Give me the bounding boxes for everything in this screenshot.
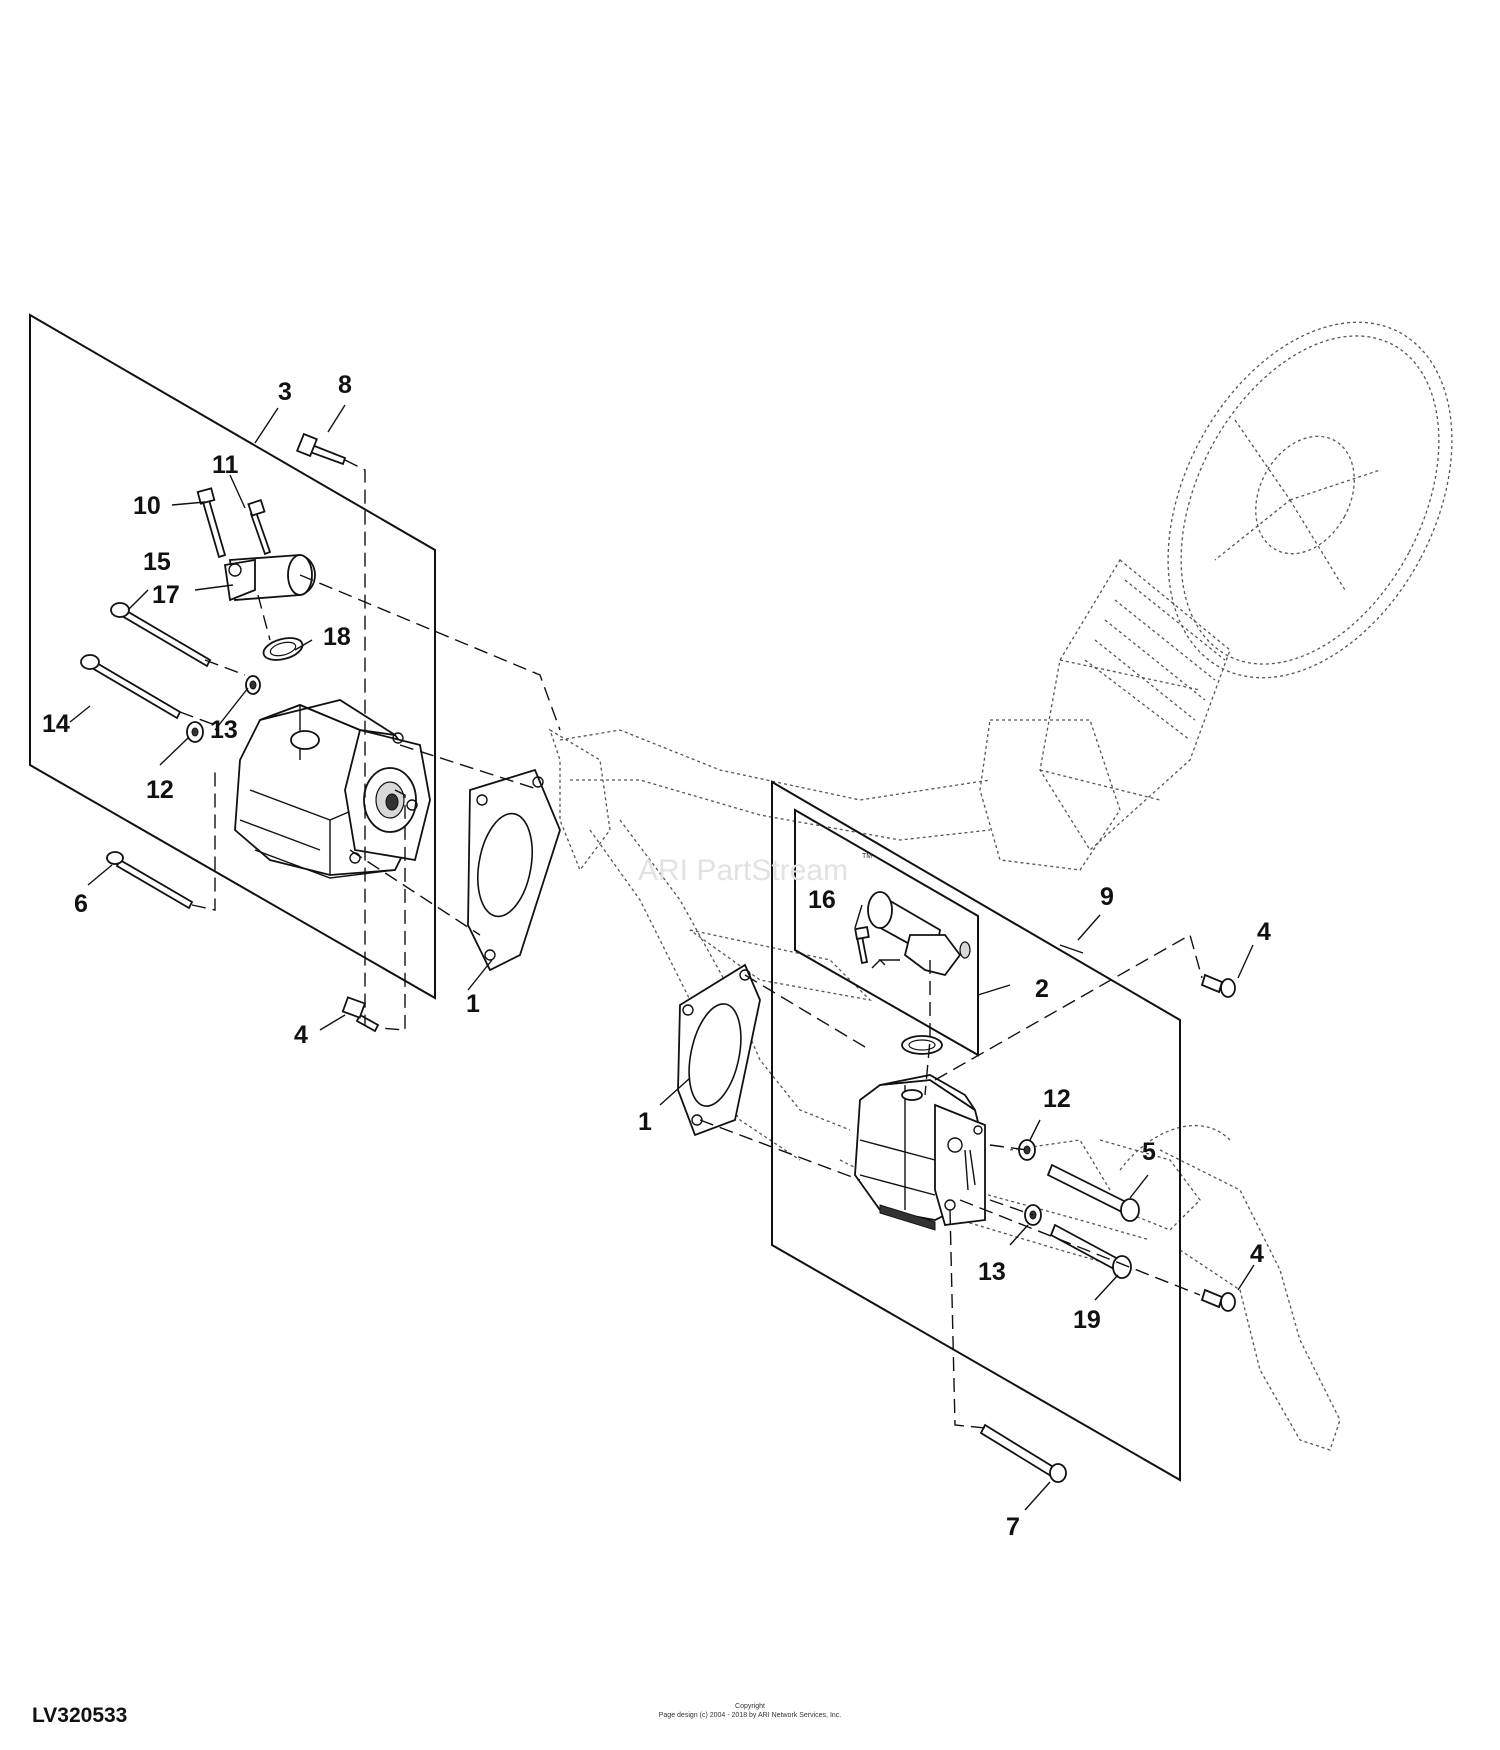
callout-5[interactable]: 5 (1142, 1138, 1156, 1166)
callout-4-right-top[interactable]: 4 (1257, 918, 1271, 946)
callout-6[interactable]: 6 (74, 890, 88, 918)
callout-15[interactable]: 15 (143, 548, 171, 576)
callout-11[interactable]: 11 (212, 451, 239, 479)
left-hydraulic-pump (234, 699, 431, 879)
callout-8[interactable]: 8 (338, 371, 352, 399)
callout-13-right[interactable]: 13 (978, 1258, 1006, 1286)
watermark-text: ARI PartStream (638, 854, 848, 887)
footer: LV320533 Copyright Page design (c) 2004 … (32, 1703, 841, 1727)
left-gasket (467, 768, 561, 972)
left-assembly-lines (179, 459, 561, 1031)
callout-16[interactable]: 16 (808, 886, 836, 914)
right-gasket (677, 963, 761, 1137)
watermark: ARI PartStream TM (638, 853, 872, 887)
right-solenoid-valve (867, 891, 971, 977)
callout-4-left[interactable]: 4 (294, 1021, 308, 1049)
callout-13-left[interactable]: 13 (210, 716, 238, 744)
right-pump-panel (771, 780, 1181, 1482)
callout-9[interactable]: 9 (1100, 883, 1114, 911)
callout-1-right[interactable]: 1 (638, 1108, 652, 1136)
callout-7[interactable]: 7 (1006, 1513, 1020, 1541)
right-hydraulic-pump (854, 1074, 986, 1231)
callout-19[interactable]: 19 (1073, 1306, 1101, 1334)
left-fasteners (80, 432, 380, 1033)
callout-4-right-bottom[interactable]: 4 (1250, 1240, 1264, 1268)
right-o-ring (901, 1035, 943, 1055)
callout-10[interactable]: 10 (133, 492, 161, 520)
copyright-line-2: Page design (c) 2004 - 2018 by ARI Netwo… (659, 1712, 842, 1719)
right-screw-16 (854, 925, 870, 965)
callouts: 3 8 11 10 15 17 18 14 13 12 6 4 1 9 16 2… (42, 371, 1271, 1541)
leader-lines (69, 404, 1255, 1511)
callout-17[interactable]: 17 (152, 581, 180, 609)
callout-12-left[interactable]: 12 (146, 776, 174, 804)
figure-id: LV320533 (32, 1704, 127, 1727)
callout-1-left[interactable]: 1 (466, 990, 480, 1018)
watermark-tm: TM (862, 853, 872, 860)
right-assembly-lines (699, 933, 1203, 1429)
callout-12-right[interactable]: 12 (1043, 1085, 1071, 1113)
callout-14[interactable]: 14 (42, 710, 70, 738)
left-pump-panel (29, 313, 436, 1000)
callout-18[interactable]: 18 (323, 623, 351, 651)
left-solenoid-valve (223, 554, 316, 602)
copyright-line-1: Copyright (735, 1703, 765, 1710)
right-fasteners (979, 973, 1236, 1483)
callout-3[interactable]: 3 (278, 378, 292, 406)
callout-2[interactable]: 2 (1035, 975, 1049, 1003)
right-solenoid-subpanel (794, 808, 979, 1057)
